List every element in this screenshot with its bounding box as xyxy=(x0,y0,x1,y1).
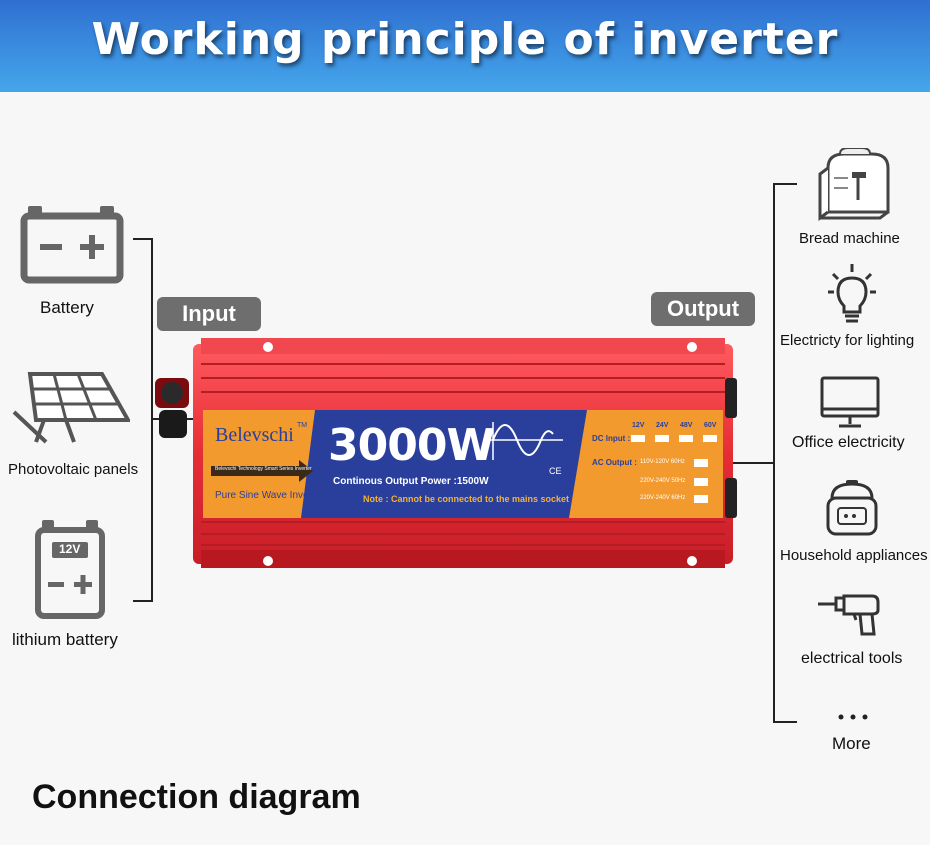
inverter-brand: Belevschi xyxy=(215,424,294,446)
photovoltaic-label: Photovoltaic panels xyxy=(8,461,139,478)
lithium-badge: 12V xyxy=(59,542,81,556)
inverter-continuous: Continous Output Power :1500W xyxy=(333,476,489,487)
connection-diagram-title: Connection diagram xyxy=(32,778,361,816)
ac-option-1: 110V-120V 60Hz xyxy=(640,459,685,465)
header-banner: Working principle of inverter xyxy=(0,0,930,92)
battery-label: Battery xyxy=(40,298,94,317)
household-appliances-label: Household appliances xyxy=(780,547,928,564)
input-tag: Input xyxy=(157,297,261,331)
inverter-type: Pure Sine Wave Inverter xyxy=(215,490,324,501)
monitor-icon xyxy=(820,376,880,428)
dc-option-48v: 48V xyxy=(680,422,693,429)
solar-panel-icon xyxy=(12,372,130,444)
inverter-device: Belevschi TM Belevschi Technology Smart … xyxy=(155,338,740,573)
output-tag: Output xyxy=(651,292,755,326)
inverter-tagline: Belevschi Technology Smart Series Invert… xyxy=(215,466,312,472)
input-bracket xyxy=(133,238,153,602)
ac-option-3: 220V-240V 60Hz xyxy=(640,495,686,501)
output-connector xyxy=(732,462,774,464)
rice-cooker-icon xyxy=(826,480,878,536)
inverter-note: Note : Cannot be connected to the mains … xyxy=(363,494,570,504)
battery-icon xyxy=(20,206,124,284)
office-electricity-label: Office electricity xyxy=(792,434,905,451)
dc-input-label: DC Input : xyxy=(592,434,631,443)
inverter-trademark: TM xyxy=(297,422,308,429)
bread-machine-label: Bread machine xyxy=(799,230,900,247)
more-dots-icon xyxy=(838,714,868,720)
light-bulb-icon xyxy=(828,264,876,323)
dc-option-12v: 12V xyxy=(632,422,645,429)
inverter-power: 3000W xyxy=(328,420,495,471)
toaster-icon xyxy=(818,148,890,221)
lithium-battery-label: lithium battery xyxy=(12,630,118,649)
page-title: Working principle of inverter xyxy=(91,14,839,65)
lighting-label: Electricty for lighting xyxy=(780,332,915,349)
dc-option-24v: 24V xyxy=(656,422,669,429)
ac-option-2: 220V-240V 50Hz xyxy=(640,478,686,484)
ac-output-label: AC Output : xyxy=(592,458,637,467)
drill-icon xyxy=(818,594,880,636)
dc-option-60v: 60V xyxy=(704,422,717,429)
output-bracket xyxy=(773,183,797,723)
more-label: More xyxy=(832,734,871,753)
inverter-body xyxy=(155,338,737,568)
lithium-battery-icon xyxy=(35,520,105,619)
electrical-tools-label: electrical tools xyxy=(801,650,903,667)
inverter-ce-mark: CE xyxy=(549,466,562,476)
